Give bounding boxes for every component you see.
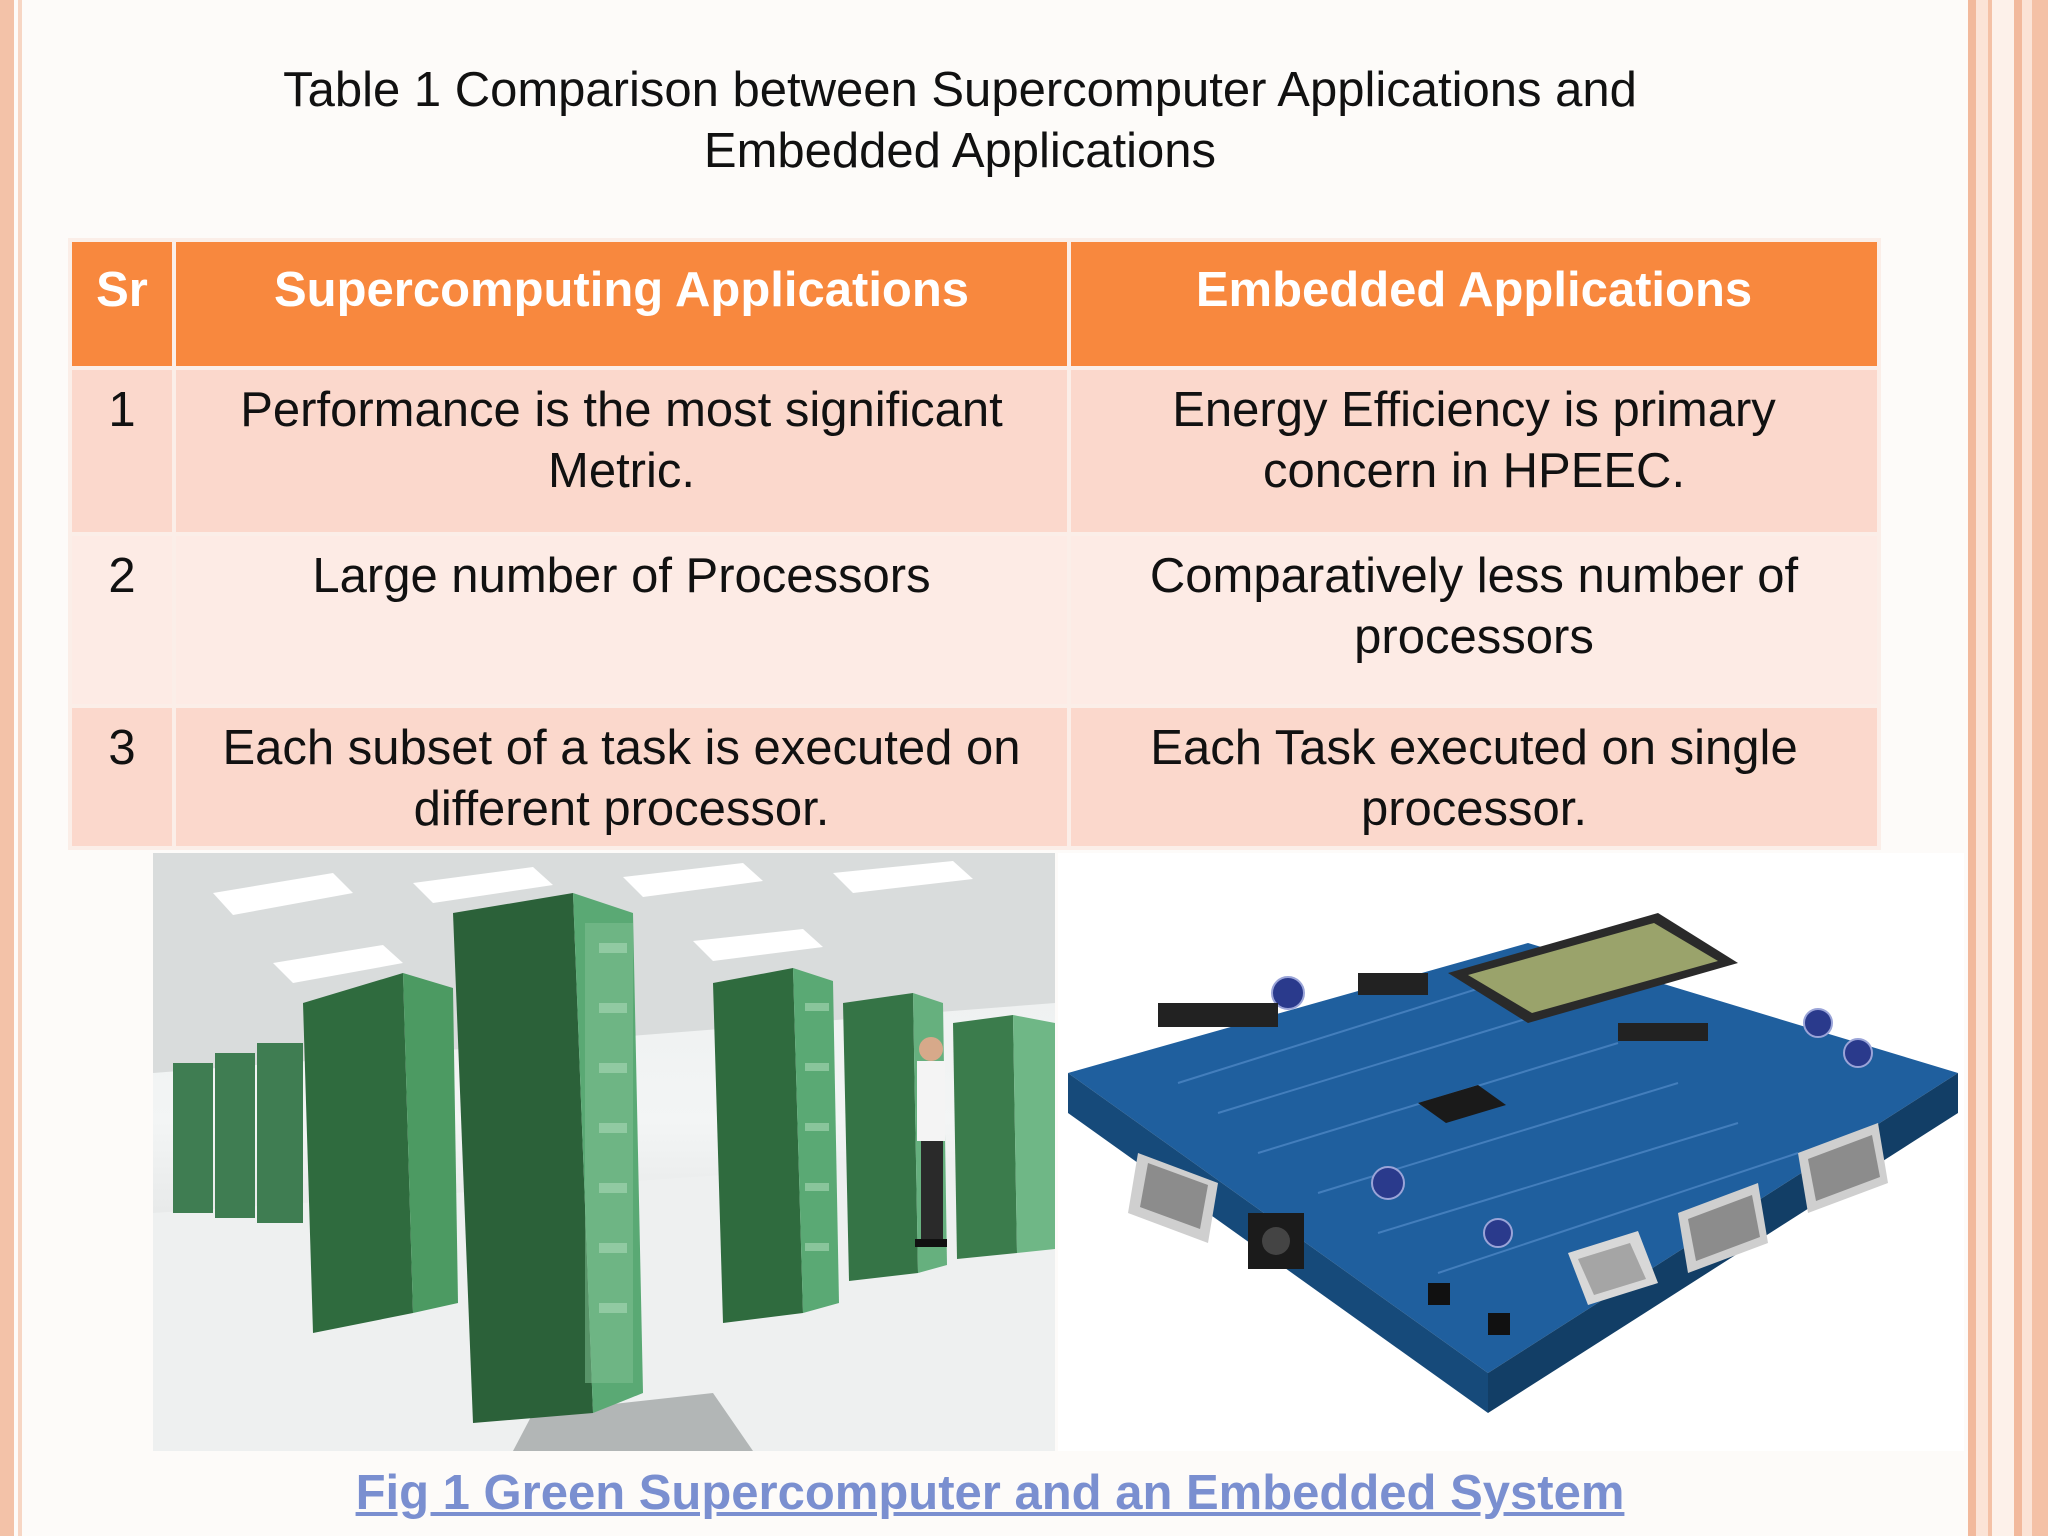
table-title: Table 1 Comparison between Supercomputer… xyxy=(283,63,1637,178)
table-row: 1 Performance is the most significant Me… xyxy=(68,366,1881,536)
embedded-board-illustration xyxy=(1068,913,1958,1413)
cell-sr: 1 xyxy=(68,366,176,536)
comparison-table: Sr Supercomputing Applications Embedded … xyxy=(68,238,1881,850)
cell-embedded: Each Task executed on single processor. xyxy=(1067,704,1881,850)
cell-embedded: Energy Efficiency is primary concern in … xyxy=(1067,366,1881,536)
header-sr: Sr xyxy=(68,238,176,370)
cell-supercomputing: Large number of Processors xyxy=(172,532,1071,708)
cell-supercomputing: Each subset of a task is executed on dif… xyxy=(172,704,1071,850)
table-header-row: Sr Supercomputing Applications Embedded … xyxy=(68,238,1881,370)
supercomputer-image xyxy=(153,853,1055,1451)
figure-caption: Fig 1 Green Supercomputer and an Embedde… xyxy=(355,1466,1625,1520)
header-supercomputing: Supercomputing Applications xyxy=(172,238,1071,370)
cell-supercomputing: Performance is the most significant Metr… xyxy=(172,366,1071,536)
cell-sr: 3 xyxy=(68,704,176,850)
slide-border-left xyxy=(0,0,14,1536)
cell-embedded: Comparatively less number of processors xyxy=(1067,532,1881,708)
slide-border-right xyxy=(1962,0,2048,1536)
header-embedded: Embedded Applications xyxy=(1067,238,1881,370)
embedded-board-image xyxy=(1058,853,1964,1451)
table-row: 2 Large number of Processors Comparative… xyxy=(68,532,1881,708)
cell-sr: 2 xyxy=(68,532,176,708)
table-row: 3 Each subset of a task is executed on d… xyxy=(68,704,1881,850)
supercomputer-illustration xyxy=(153,853,1055,1451)
slide-border-left-inner xyxy=(18,0,22,1536)
